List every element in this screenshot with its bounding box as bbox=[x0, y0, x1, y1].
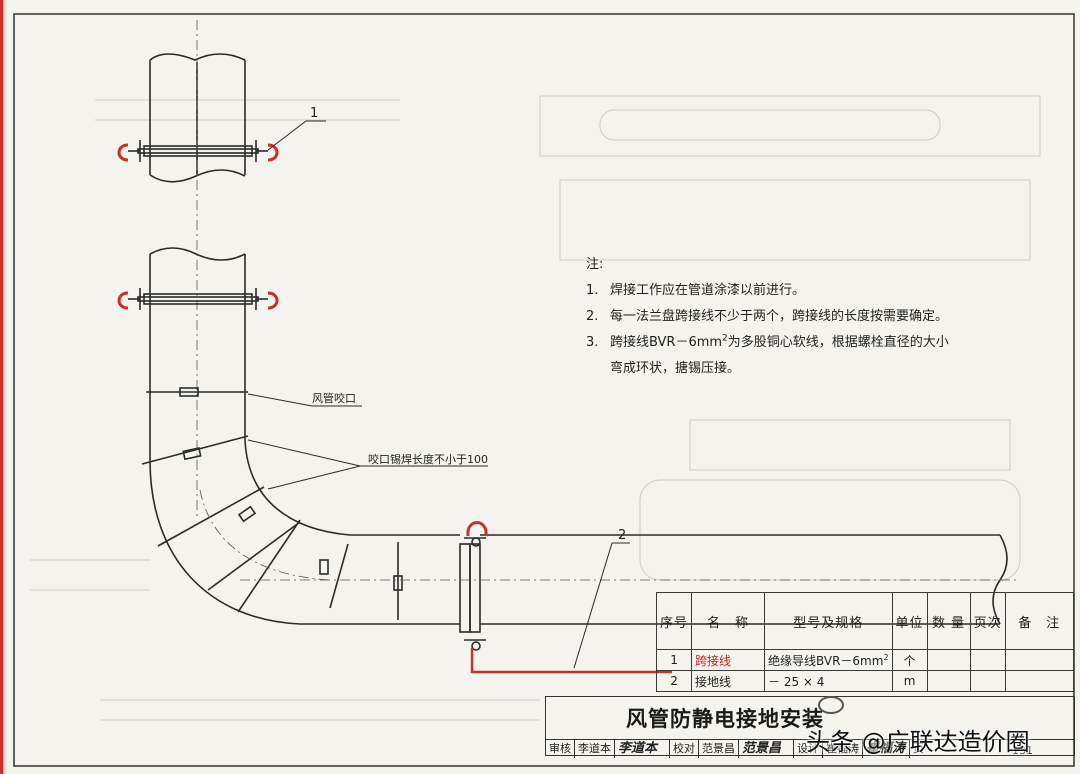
callout-seam-weld-label: 咬口锡焊长度不小于100 bbox=[368, 453, 488, 466]
label-reviewer: 审核 bbox=[546, 740, 575, 758]
note-text: 焊接工作应在管道涂漆以前进行。 bbox=[610, 283, 806, 298]
drawing-title: 风管防静电接地安装 bbox=[626, 707, 824, 731]
note-item: 3. 跨接线BVR－6mm2为多股铜心软线，根据螺栓直径的大小 bbox=[586, 330, 1006, 356]
callout-2: 2 bbox=[618, 528, 627, 543]
table-row: 1 跨接线 绝缘导线BVR－6mm2 个 bbox=[655, 649, 1075, 671]
note-text: 跨接线BVR－6mm2为多股铜心软线，根据螺栓直径的大小 bbox=[610, 330, 1006, 356]
cell-note bbox=[1004, 649, 1075, 671]
leader-lines bbox=[247, 120, 630, 669]
title-block: 风管防静电接地安装 审核 李道本 李道本 校对 范景昌 范景昌 设计 崔福涛 崔… bbox=[545, 696, 1075, 758]
col-header-no: 序号 bbox=[655, 592, 693, 650]
cell-page bbox=[969, 670, 1006, 692]
callout-seam-label: 风管咬口 bbox=[312, 392, 356, 405]
page-number: 131 bbox=[1012, 744, 1033, 757]
col-header-spec: 型号及规格 bbox=[764, 592, 893, 650]
note-number: 1. bbox=[586, 283, 599, 298]
bonding-jumper-red bbox=[267, 143, 279, 162]
bonding-jumper-red bbox=[267, 291, 279, 310]
col-header-qty: 数 量 bbox=[926, 592, 971, 650]
superscript: 2 bbox=[883, 652, 889, 662]
checker-name: 范景昌 bbox=[699, 740, 739, 758]
designer-signature: 崔福涛 bbox=[863, 740, 910, 758]
elbow-centerline bbox=[199, 489, 331, 581]
duct-upper-segment bbox=[128, 53, 268, 183]
watermark-logo-icon bbox=[818, 696, 844, 714]
parts-table-header: 序号 名 称 型号及规格 单位 数 量 页次 备 注 bbox=[655, 592, 1075, 650]
note-item: 1. 焊接工作应在管道涂漆以前进行。 bbox=[586, 278, 1006, 304]
cell-spec: 绝缘导线BVR－6mm2 bbox=[764, 649, 893, 671]
reviewer-name: 李道本 bbox=[575, 740, 615, 758]
note-text: 每一法兰盘跨接线不少于两个，跨接线的长度按需要确定。 bbox=[610, 309, 949, 324]
cell-note bbox=[1004, 670, 1075, 692]
spec-text: 绝缘导线BVR－6mm bbox=[768, 653, 884, 668]
cell-spec: － 25 × 4 bbox=[764, 670, 893, 692]
notes-heading: 注: bbox=[586, 257, 604, 272]
checker-signature: 范景昌 bbox=[739, 740, 794, 758]
note-text-part: 为多股铜心软线，根据螺栓直径的大小 bbox=[727, 335, 949, 350]
bonding-jumper-red bbox=[117, 291, 129, 310]
watermark-text: 头条 @广联达造价圈 bbox=[806, 728, 1030, 756]
note-continuation: 弯成环状，搪锡压接。 bbox=[610, 361, 741, 376]
cell-unit: 个 bbox=[891, 649, 928, 671]
col-header-name: 名 称 bbox=[691, 592, 766, 650]
reviewer-signature: 李道本 bbox=[615, 740, 670, 758]
note-number: 3. bbox=[586, 335, 599, 350]
grounding-wire-red bbox=[470, 648, 672, 674]
label-page: 页 bbox=[913, 742, 924, 755]
page-edge-red-stripe bbox=[0, 0, 8, 774]
note-number: 2. bbox=[586, 309, 599, 324]
bonding-jumper-red bbox=[117, 143, 129, 162]
cell-name: 跨接线 bbox=[691, 649, 766, 671]
cell-unit: m bbox=[891, 670, 928, 692]
drawing-frame bbox=[13, 13, 1075, 767]
table-row: 2 接地线 － 25 × 4 m bbox=[655, 670, 1075, 692]
col-header-unit: 单位 bbox=[891, 592, 928, 650]
title-signature-row: 审核 李道本 李道本 校对 范景昌 范景昌 设计 崔福涛 崔福涛 页 bbox=[546, 739, 1074, 758]
label-designer: 设计 bbox=[794, 740, 823, 758]
col-header-note: 备 注 bbox=[1004, 592, 1075, 650]
note-item: 2. 每一法兰盘跨接线不少于两个，跨接线的长度按需要确定。 bbox=[586, 304, 1006, 330]
cell-name: 接地线 bbox=[691, 670, 766, 692]
note-text-part: 跨接线BVR－6mm bbox=[610, 335, 723, 350]
label-checker: 校对 bbox=[670, 740, 699, 758]
cell-no: 2 bbox=[655, 670, 693, 692]
bonding-jumper-red bbox=[466, 521, 488, 537]
cell-qty bbox=[926, 649, 971, 671]
designer-name: 崔福涛 bbox=[823, 740, 863, 758]
col-header-page: 页次 bbox=[969, 592, 1006, 650]
cell-no: 1 bbox=[655, 649, 693, 671]
notes-block: 注: 1. 焊接工作应在管道涂漆以前进行。 2. 每一法兰盘跨接线不少于两个，跨… bbox=[586, 252, 1006, 382]
parts-table: 序号 名 称 型号及规格 单位 数 量 页次 备 注 1 跨接线 绝缘导线BVR… bbox=[655, 592, 1075, 692]
superscript: 2 bbox=[722, 333, 728, 344]
cell-page bbox=[969, 649, 1006, 671]
duct-lower-segment bbox=[128, 247, 1008, 651]
cell-qty bbox=[926, 670, 971, 692]
callout-1: 1 bbox=[310, 106, 319, 121]
